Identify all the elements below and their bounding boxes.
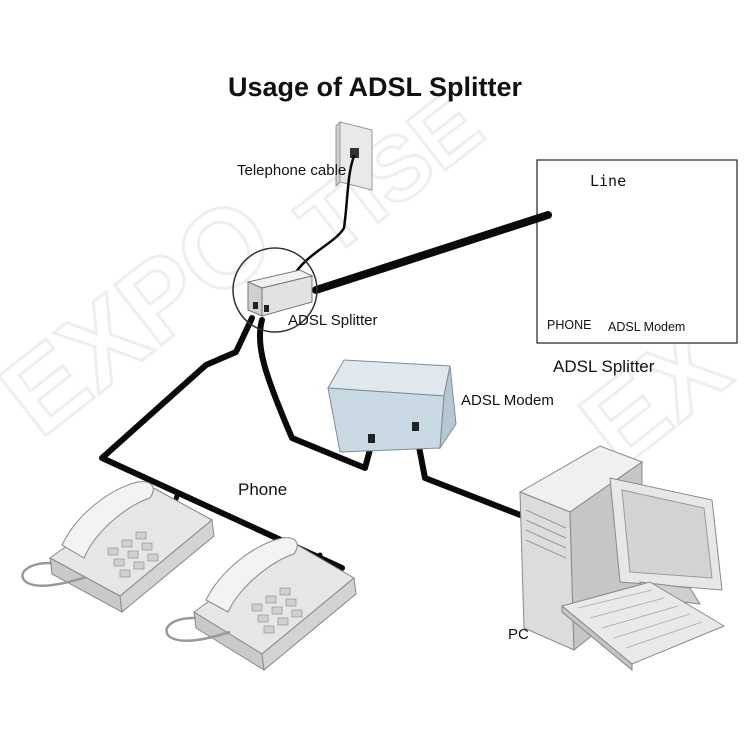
splitter-modem-port-label: ADSL Modem: [608, 320, 686, 334]
splitter-panel: [536, 159, 738, 344]
telephone-cable-line: [294, 154, 356, 274]
pc-label: PC: [508, 626, 529, 643]
telephone-1: [21, 481, 215, 613]
wall-socket: [335, 120, 373, 191]
adsl-modem-device: [327, 359, 457, 453]
phone-cable: [99, 315, 345, 571]
splitter-panel-caption: ADSL Splitter: [553, 357, 655, 376]
splitter-line-port-label: Line: [590, 172, 627, 190]
telephone-cable-label: Telephone cable: [237, 162, 347, 179]
phone-label: Phone: [238, 480, 288, 499]
splitter-phone-port-label: PHONE: [547, 318, 592, 332]
adsl-splitter-device: [232, 247, 318, 333]
desktop-pc: [518, 445, 726, 672]
adsl-modem-label: ADSL Modem: [461, 392, 554, 409]
telephone-2: [165, 537, 357, 671]
splitter-callout-label: ADSL Splitter: [288, 312, 378, 329]
diagram-title: Usage of ADSL Splitter: [227, 72, 523, 102]
modem-cable: [256, 317, 375, 471]
line-cable: [312, 211, 552, 294]
